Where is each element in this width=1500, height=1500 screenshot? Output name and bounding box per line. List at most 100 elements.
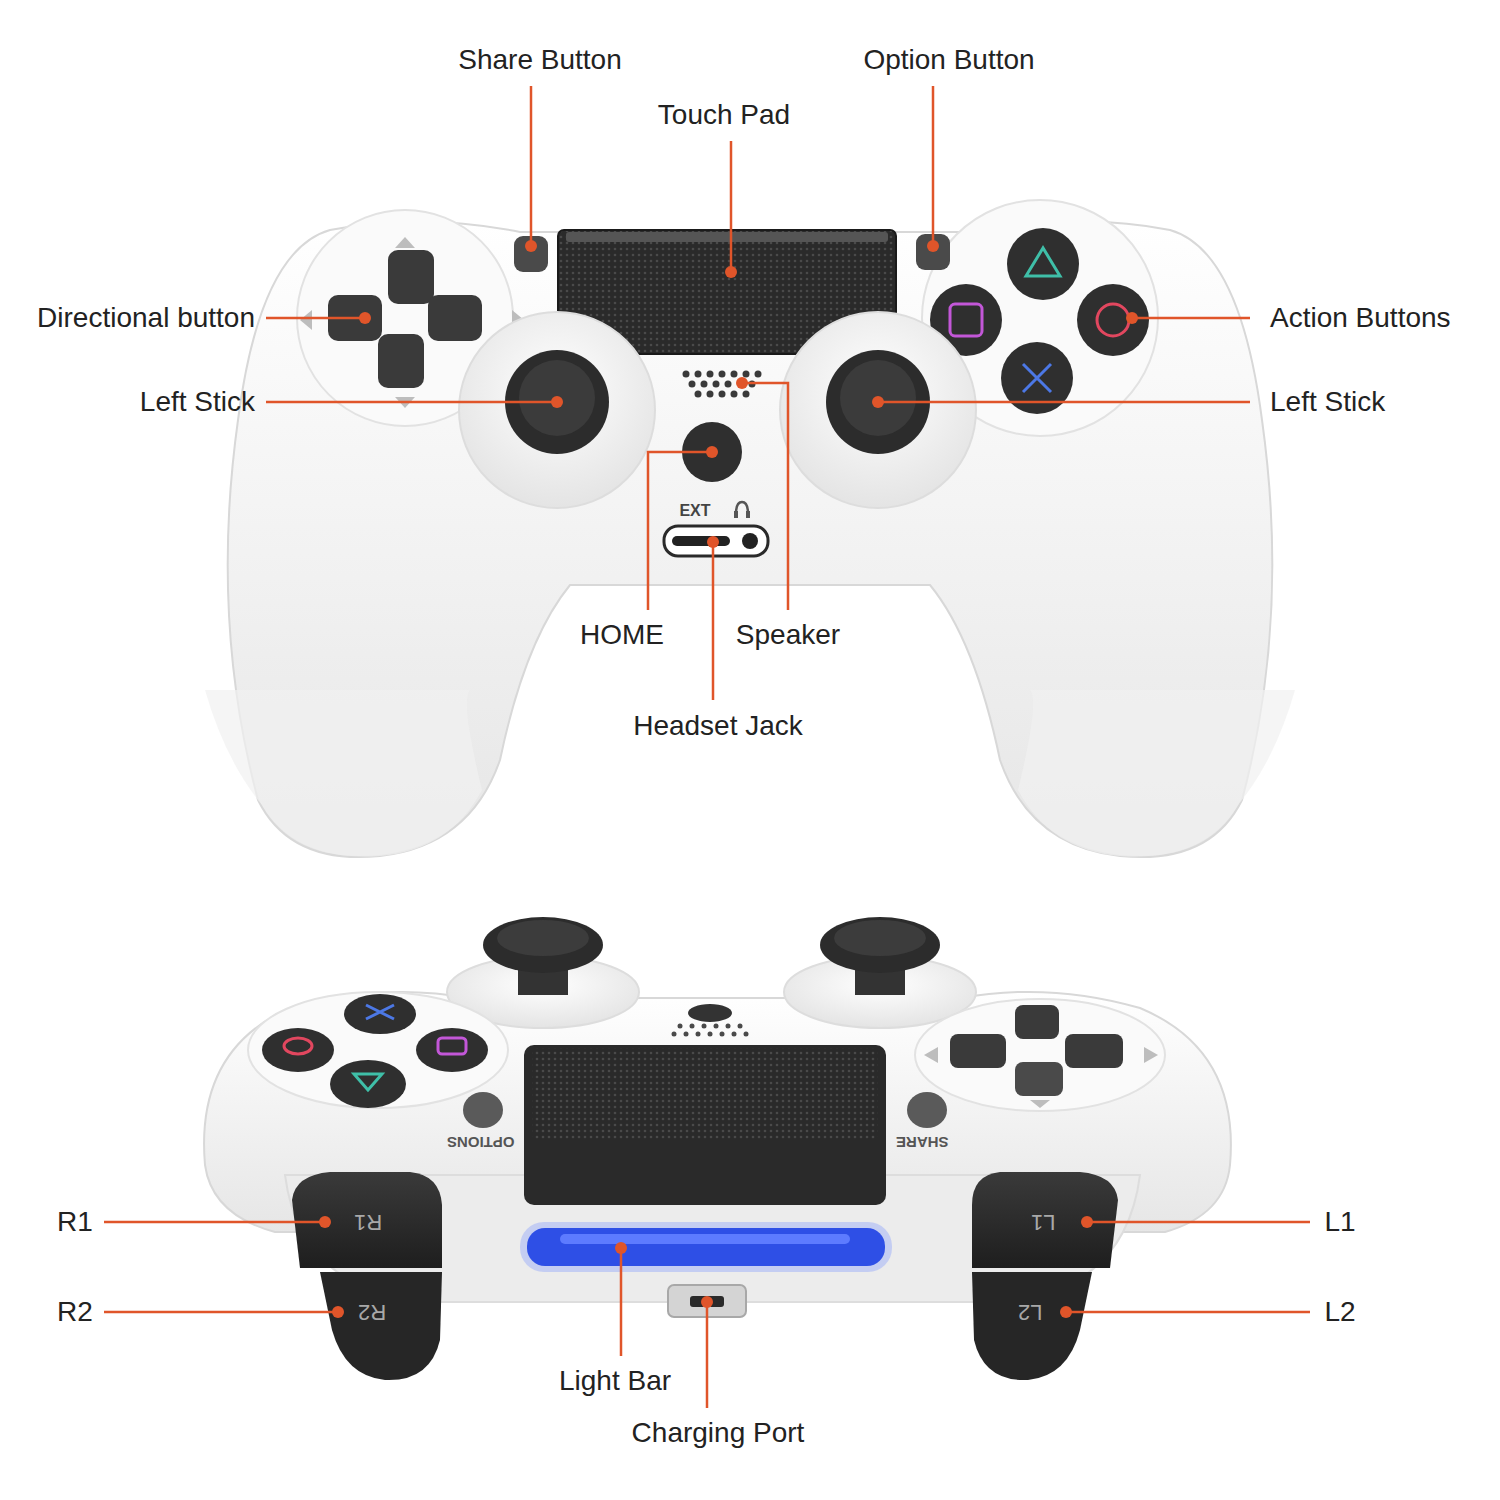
leader-line: [266, 317, 365, 320]
stick-cap-top: [840, 360, 916, 436]
leader-line: [1087, 1221, 1310, 1224]
dpad-well: [915, 999, 1165, 1111]
dpad-up: [1015, 1005, 1059, 1039]
speaker-hole: [726, 1024, 731, 1029]
stick-cap: [483, 917, 603, 973]
touch-pad-rim: [566, 232, 888, 242]
square-symbol: [438, 1038, 466, 1054]
ext-slot: [672, 536, 730, 546]
speaker-hole: [738, 1024, 743, 1029]
r1-bumper: [292, 1172, 442, 1268]
part-name: Left Stick: [1270, 387, 1385, 418]
leader-line: [706, 1302, 709, 1408]
speaker-hole: [672, 1032, 677, 1037]
speaker-hole: [713, 381, 720, 388]
circle-symbol: [1097, 304, 1129, 336]
light-bar-glow: [520, 1222, 892, 1272]
speaker-hole: [731, 371, 738, 378]
part-name: Light Bar: [559, 1366, 671, 1397]
dpad-right: [1065, 1034, 1123, 1068]
port-marking: EXT: [679, 502, 710, 520]
circle-button: [1077, 284, 1149, 356]
light-bar: [527, 1228, 885, 1266]
options-button: [463, 1092, 503, 1128]
headphone-icon: [734, 511, 738, 518]
dpad-left: [950, 1034, 1006, 1068]
stick-cap-top: [497, 920, 589, 956]
speaker-hole: [725, 381, 732, 388]
right-grip-tip: [1018, 690, 1295, 857]
square-button: [416, 1028, 488, 1072]
speaker-hole: [714, 1024, 719, 1029]
leader-line: [1066, 1311, 1310, 1314]
leader-dot: [1126, 312, 1138, 324]
speaker-hole: [702, 1024, 707, 1029]
leader-dot: [725, 266, 737, 278]
speaker-hole: [695, 371, 702, 378]
button-marking: SHARE: [896, 1133, 949, 1150]
leader-dot: [736, 377, 748, 389]
speaker-hole: [743, 391, 750, 398]
leader-lines: [104, 86, 1310, 1408]
part-name: Share Button: [458, 45, 621, 76]
speaker-hole: [743, 371, 750, 378]
part-name: L1: [1324, 1207, 1355, 1238]
leader-dot: [319, 1216, 331, 1228]
leader-line: [878, 401, 1250, 404]
charging-slot: [690, 1296, 724, 1307]
part-name: Directional button: [37, 303, 255, 334]
trigger-marking: R2: [358, 1300, 386, 1324]
speaker-hole: [719, 391, 726, 398]
leader-line: [266, 401, 557, 404]
trigger-marking: R1: [354, 1210, 382, 1234]
circle-symbol: [284, 1038, 312, 1054]
dpad-arrow: [1030, 1100, 1050, 1108]
share-button: [907, 1092, 947, 1128]
speaker-hole: [707, 391, 714, 398]
leader-dot: [1060, 1306, 1072, 1318]
front-view: [204, 917, 1231, 1380]
leader-line: [1132, 317, 1250, 320]
speaker-hole: [755, 371, 762, 378]
headphone-icon: [746, 511, 750, 518]
leader-dot: [615, 1242, 627, 1254]
part-name: R1: [57, 1207, 93, 1238]
speaker-hole: [678, 1024, 683, 1029]
speaker-grille: [672, 1024, 749, 1037]
speaker-hole: [720, 1032, 725, 1037]
leader-dot: [359, 312, 371, 324]
cross-symbol: [1023, 364, 1051, 392]
speaker-hole: [731, 391, 738, 398]
part-name: Charging Port: [632, 1418, 805, 1449]
dpad-down: [378, 334, 424, 388]
dpad-arrow: [924, 1047, 938, 1063]
circle-button: [262, 1028, 334, 1072]
part-name: Option Button: [863, 45, 1034, 76]
action-well: [248, 992, 508, 1108]
speaker-hole: [744, 1032, 749, 1037]
triangle-button: [330, 1060, 406, 1108]
stick-cap: [820, 917, 940, 973]
leader-dots: [319, 240, 1138, 1318]
dpad-arrow: [300, 310, 312, 330]
trigger-marking: L1: [1031, 1210, 1055, 1234]
stick-base: [780, 312, 976, 508]
speaker-hole: [696, 1032, 701, 1037]
speaker-hole: [690, 1024, 695, 1029]
dpad-down: [1015, 1062, 1063, 1096]
trigger-marking: L2: [1018, 1300, 1042, 1324]
home-button: [688, 1004, 732, 1022]
leader-dot: [927, 240, 939, 252]
speaker-hole: [695, 391, 702, 398]
l1-bumper: [972, 1172, 1118, 1268]
leader-line: [620, 1248, 623, 1356]
ext-port: [664, 526, 768, 556]
leader-line: [932, 86, 935, 246]
leader-line: [530, 86, 533, 246]
leader-dot: [706, 446, 718, 458]
leader-dot: [872, 396, 884, 408]
share-button: [514, 236, 548, 272]
leader-line: [730, 141, 733, 272]
